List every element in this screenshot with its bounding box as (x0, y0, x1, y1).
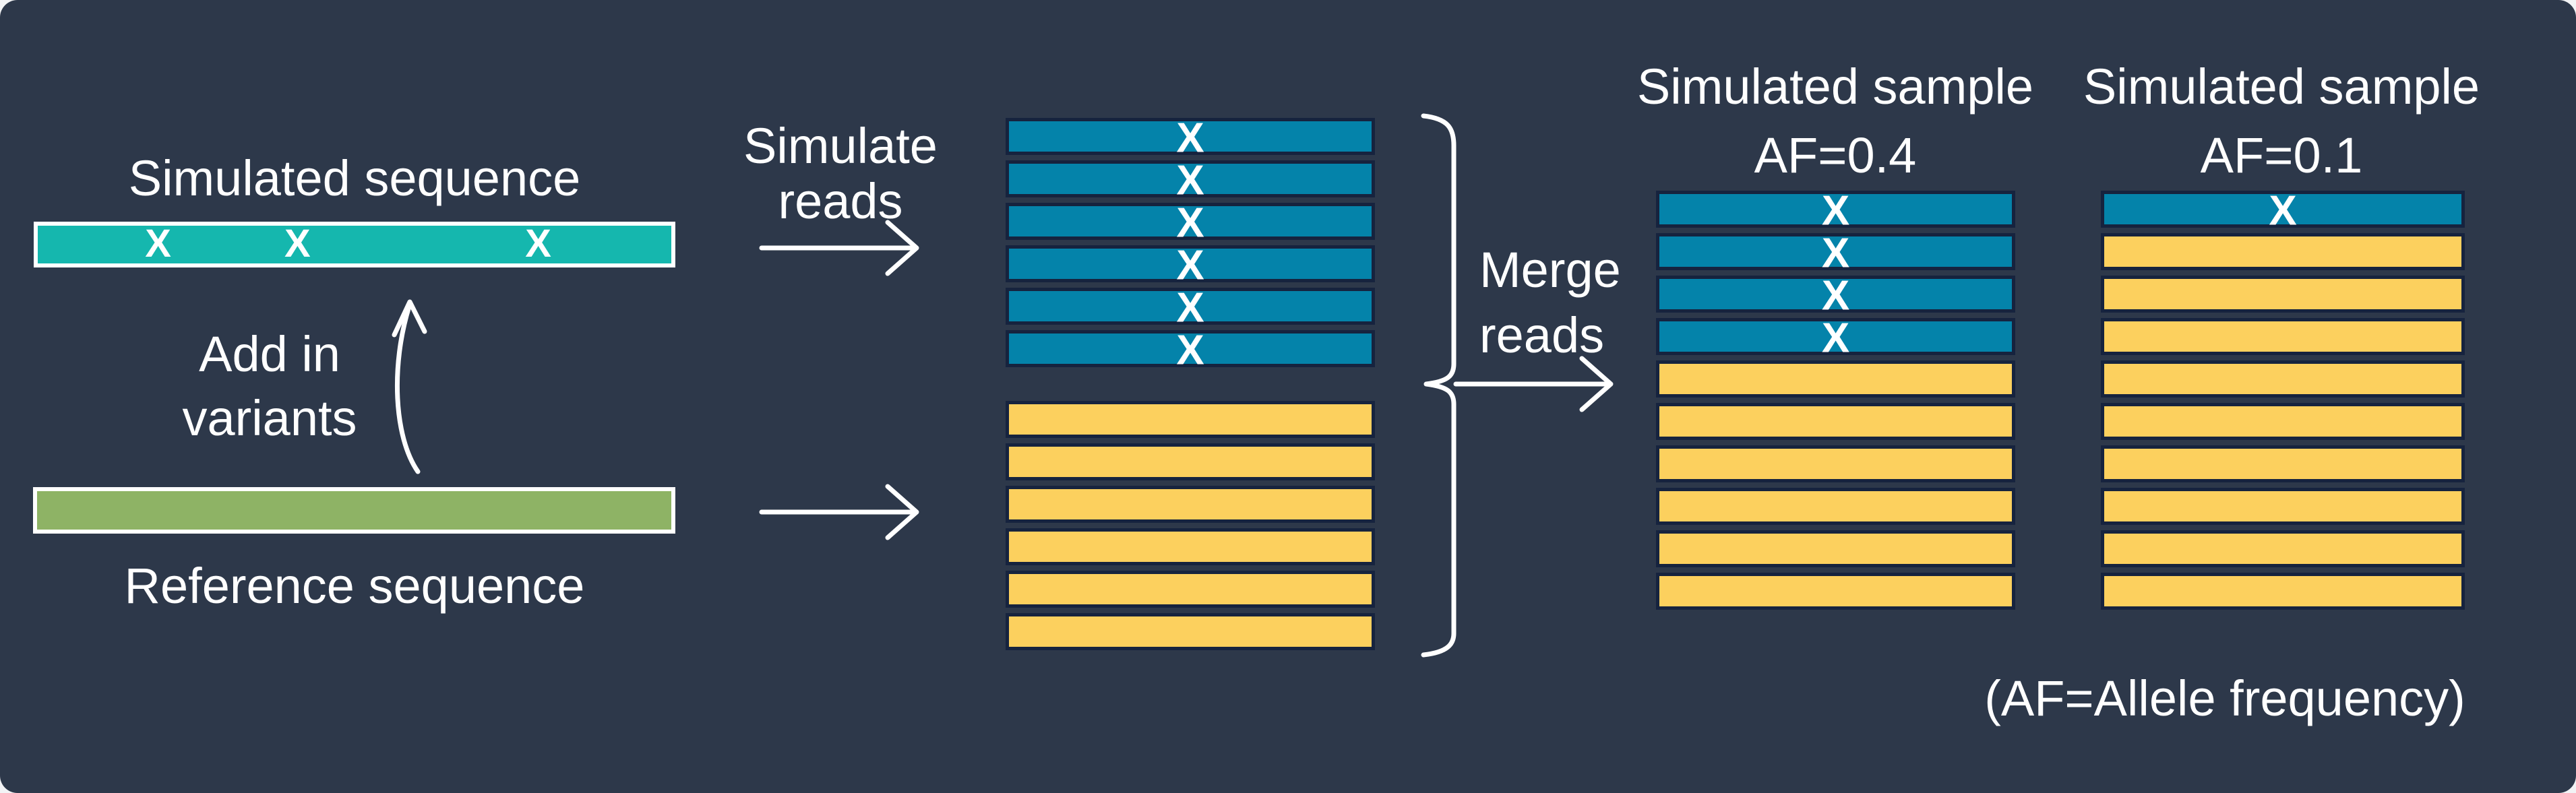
variant-x-mark: X (1176, 241, 1204, 288)
merge-reads-label-line2: reads (1479, 307, 1605, 363)
variant-x-mark: X (1821, 229, 1850, 276)
variant-x-mark: X (1176, 284, 1204, 331)
variant-read-bar: X (1656, 317, 2015, 358)
variant-read-bar: X (1656, 274, 2015, 316)
sample1-af-label: AF=0.4 (1754, 127, 1917, 183)
merge-brace-icon (1421, 113, 1456, 658)
reference-read-bar (1656, 488, 2015, 525)
reference-read-stack (1006, 401, 1375, 656)
sample2-title: Simulated sample (2083, 59, 2480, 115)
sample2-read-stack: X (2101, 189, 2465, 610)
reference-read-bar (1006, 613, 1375, 650)
simulated-sequence-label: Simulated sequence (128, 150, 581, 206)
reference-read-bar (1006, 571, 1375, 608)
reference-read-bar (2101, 530, 2465, 567)
reference-read-bar (2101, 318, 2465, 355)
variant-x-mark: X (145, 221, 171, 265)
sample1-title: Simulated sample (1636, 59, 2034, 115)
simulate-reads-label-line1: Simulate (743, 118, 938, 174)
reference-read-bar (2101, 488, 2465, 525)
variant-read-bar: X (1006, 117, 1375, 158)
variant-read-bar: X (1656, 232, 2015, 274)
simulate-right-arrow-icon (759, 220, 919, 276)
reference-read-bar (2101, 360, 2465, 398)
sample2-af-label: AF=0.1 (2200, 127, 2363, 183)
reference-read-bar (2101, 233, 2465, 270)
allele-frequency-footnote: (AF=Allele frequency) (1984, 670, 2465, 726)
reference-read-bar (2101, 445, 2465, 482)
add-variants-label-line2: variants (182, 390, 357, 446)
reference-read-bar (2101, 276, 2465, 313)
reference-read-bar (1006, 401, 1375, 438)
variant-x-mark: X (1821, 272, 1850, 319)
reference-read-bar (1656, 530, 2015, 567)
variant-x-mark: X (1176, 156, 1204, 203)
variant-read-bar: X (1656, 189, 2015, 231)
reference-read-bar (1656, 573, 2015, 610)
add-variants-label-line1: Add in (199, 326, 340, 382)
variant-x-mark: X (525, 221, 551, 265)
simulate-reads-label-line2: reads (778, 173, 903, 229)
variant-read-bar: X (1006, 244, 1375, 286)
reference-read-bar (2101, 573, 2465, 610)
variant-x-mark: X (1176, 114, 1204, 161)
reference-read-bar (1656, 445, 2015, 482)
variant-x-mark: X (1821, 187, 1850, 234)
variant-x-mark: X (284, 221, 311, 265)
reference-read-bar (1006, 443, 1375, 480)
merge-reads-label-line1: Merge (1479, 242, 1621, 298)
variant-x-mark: X (1821, 314, 1850, 361)
reference-read-bar (2101, 403, 2465, 440)
reference-read-bar (1656, 360, 2015, 398)
variant-x-mark: X (1176, 199, 1204, 246)
curved-up-arrow-icon (392, 299, 427, 474)
variant-x-mark: X (1176, 326, 1204, 373)
reference-read-bar (1006, 528, 1375, 565)
reference-read-bar (1006, 486, 1375, 523)
variant-read-bar: X (1006, 286, 1375, 328)
reference-sequence-bar (33, 487, 675, 534)
variant-x-mark: X (2269, 187, 2297, 234)
reference-sequence-label: Reference sequence (124, 558, 585, 614)
variant-read-bar: X (2101, 189, 2465, 231)
merge-right-arrow-icon (1453, 356, 1614, 412)
reference-read-bar (1656, 403, 2015, 440)
variant-read-bar: X (1006, 201, 1375, 243)
reference-right-arrow-icon (759, 484, 919, 540)
variant-read-bar: X (1006, 159, 1375, 201)
variant-read-bar: X (1006, 329, 1375, 371)
